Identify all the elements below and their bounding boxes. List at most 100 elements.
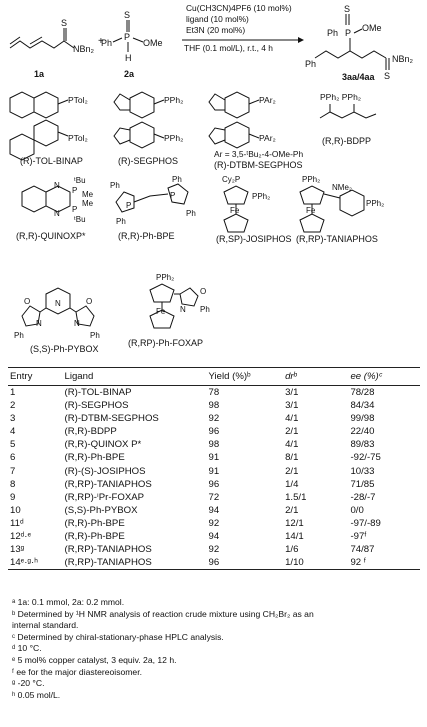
cell-dr: 2/1	[285, 504, 299, 516]
reactant-1a-structure	[9, 28, 75, 49]
quinoxp-tbu-2: ᵗBu	[74, 215, 86, 224]
cell-dr: 1/10	[283, 556, 349, 571]
segphos-group-1: PPh₂	[164, 95, 183, 105]
ligand-name-taniaphos: (R,RP)-TANIAPHOS	[296, 234, 378, 244]
cell-ligand: (R,R)-Ph-BPE	[64, 517, 125, 529]
cell-dr: 4/1	[285, 439, 299, 451]
cell-ee: 10/33	[350, 465, 375, 477]
ligand-name-foxap: (R,RP)-Ph-FOXAP	[128, 338, 203, 348]
cell-ee: 92 ᶠ	[348, 556, 420, 571]
cell-ee: -97/-89	[350, 517, 381, 529]
binap-group-2: PTol₂	[68, 133, 88, 143]
table-header-row: Entry Ligand Yield (%)ᵇ drᵇ ee (%)ᶜ	[8, 367, 420, 386]
product-OMe: OMe	[362, 23, 382, 33]
cell-dr: 3/1	[285, 400, 299, 412]
taniaphos-fe: Fe	[306, 206, 316, 215]
bpe-ph-4: Ph	[186, 209, 196, 218]
cell-yield: 96	[208, 478, 220, 490]
josiphos-fe: Fe	[230, 206, 240, 215]
cell-ligand: (R)-SEGPHOS	[64, 400, 129, 412]
tol-binap-structure	[9, 91, 69, 161]
reactant-2a-H: H	[125, 53, 132, 63]
cell-dr: 2/1	[285, 465, 299, 477]
cell-ligand: (R,R)-QUINOX P*	[64, 439, 142, 451]
bpe-ph-3: Ph	[172, 175, 182, 184]
bpe-P-1: P	[126, 201, 131, 210]
quinoxp-N-1: N	[54, 181, 60, 190]
josiphos-pph2: PPh₂	[252, 192, 270, 201]
bpe-ph-2: Ph	[116, 217, 126, 226]
pybox-ph-1: Ph	[14, 331, 24, 340]
quinoxp-tbu-1: ᵗBu	[74, 176, 86, 185]
quinoxp-me-2: Me	[82, 199, 94, 208]
cell-entry: 4	[10, 426, 16, 438]
footnote-e: ᵉ 5 mol% copper catalyst, 3 equiv. 2a, 1…	[12, 654, 177, 665]
footnote-f: ᶠ ee for the major diastereoisomer.	[12, 666, 142, 677]
cell-dr: 1/6	[285, 544, 299, 556]
dtbm-ar-note: Ar = 3,5-ᵗBu₂-4-OMe-Ph	[214, 149, 303, 159]
cell-ee: 89/83	[350, 439, 375, 451]
cell-ee: 78/28	[350, 387, 375, 398]
pybox-structure	[21, 287, 95, 327]
cell-ee: -92/-75	[350, 452, 381, 464]
ph-bpe-structure	[115, 183, 189, 213]
cell-ligand: (R,RP)-TANIAPHOS	[62, 556, 207, 571]
cell-entry: 2	[10, 400, 16, 412]
bpe-ph-1: Ph	[110, 181, 120, 190]
quinoxp-P-1: P	[72, 186, 77, 195]
cell-yield: 92	[208, 517, 220, 529]
cell-yield: 96	[208, 426, 220, 438]
plus-sign: +	[98, 36, 104, 47]
cell-entry: 5	[10, 439, 16, 451]
cell-yield: 94	[208, 504, 220, 516]
cell-ee: 71/85	[350, 478, 375, 490]
cell-ee: -28/-7	[350, 491, 376, 503]
cell-ligand: (R)-(S)-JOSIPHOS	[64, 465, 146, 477]
product-S-top: S	[344, 4, 350, 14]
reaction-scheme: S NBn₂ + S Ph P OMe H 1a 2a Cu(CH3CN)4PF…	[9, 3, 414, 82]
cell-ee: -97ᶠ	[350, 531, 367, 543]
condition-1: Cu(CH3CN)4PF6 (10 mol%)	[186, 3, 292, 13]
footnote-b-cont: internal standard.	[12, 620, 79, 631]
footnote-d: ᵈ 10 °C.	[12, 643, 42, 654]
header-ligand: Ligand	[62, 367, 207, 386]
footnote-a: ᵃ 1a: 0.1 mmol, 2a: 0.2 mmol.	[12, 597, 125, 607]
cell-ee: 22/40	[350, 426, 375, 438]
dtbm-group-1: PAr₂	[259, 95, 276, 105]
cell-dr: 1.5/1	[285, 491, 307, 503]
josiphos-structure	[223, 185, 249, 233]
dtbm-segphos-structure	[208, 91, 260, 149]
ligand-structures: PTol₂ PTol₂ PPh₂ PPh₂ PAr₂ PAr₂ Ar = 3,5…	[9, 91, 384, 354]
results-table: Entry Ligand Yield (%)ᵇ drᵇ ee (%)ᶜ 1(R)…	[8, 367, 420, 571]
segphos-structure	[113, 91, 165, 149]
taniaphos-nme2: NMe₂	[332, 183, 352, 192]
foxap-structure	[149, 283, 199, 329]
reactant-2a-P: P	[124, 32, 130, 42]
cell-yield: 91	[208, 452, 220, 464]
cell-entry: 7	[10, 465, 16, 477]
segphos-group-2: PPh₂	[164, 133, 183, 143]
footnote-g: ᵍ -20 °C.	[12, 678, 45, 689]
footnote-c: ᶜ Determined by chiral-stationary-phase …	[12, 631, 224, 642]
cell-dr: 3/1	[285, 387, 299, 398]
product-NBn2: NBn₂	[392, 54, 414, 64]
cell-dr: 2/1	[285, 426, 299, 438]
ligand-name-pybox: (S,S)-Ph-PYBOX	[30, 344, 99, 354]
header-yield: Yield (%)ᵇ	[206, 367, 284, 386]
quinoxp-P-2: P	[72, 205, 77, 214]
taniaphos-structure	[299, 185, 365, 233]
pybox-O-2: O	[86, 297, 92, 306]
cell-ligand: (R,RP)-TANIAPHOS	[64, 478, 152, 490]
table-footnotes: ᵃ 1a: 0.1 mmol, 2a: 0.2 mmol. ᵇ Determin…	[12, 597, 422, 701]
bpe-P-2: P	[170, 191, 175, 200]
reactant-1a-NBn2: NBn₂	[73, 44, 95, 54]
